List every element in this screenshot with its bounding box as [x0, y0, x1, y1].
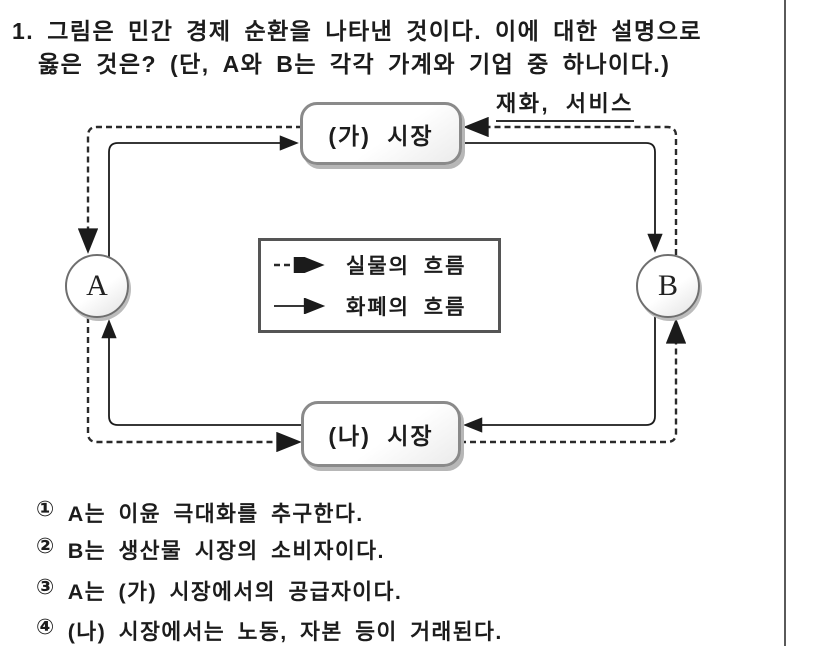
- money-arrow-a-to-top-market: [108, 135, 299, 313]
- choice-2-text: B는 생산물 시장의 소비자이다.: [67, 539, 386, 563]
- real-arrow-bottom-market-to-b: [460, 318, 687, 444]
- market-box-top: (가) 시장: [300, 102, 462, 165]
- market-box-top-label: (가) 시장: [328, 122, 434, 149]
- node-b-label: B: [657, 269, 678, 302]
- market-box-bottom: (나) 시장: [301, 401, 461, 467]
- column-divider: [784, 0, 786, 646]
- legend-real-flow-label: 실물의 흐름: [346, 255, 467, 278]
- real-arrow-top-market-to-a: [77, 125, 302, 254]
- choice-1: ① A는 이윤 극대화를 추구한다.: [36, 497, 364, 528]
- question-line-1: 1. 그림은 민간 경제 순환을 나타낸 것이다. 이에 대한 설명으로: [12, 12, 702, 46]
- legend-box: 실물의 흐름 화폐의 흐름: [258, 238, 501, 333]
- choice-4-text: (나) 시장에서는 노동, 자본 등이 거래된다.: [67, 620, 503, 644]
- choice-4-marker: ④: [36, 615, 56, 639]
- node-b-circle: B: [636, 254, 700, 318]
- choices-list: ① A는 이윤 극대화를 추구한다. ② B는 생산물 시장의 소비자이다. ③…: [36, 497, 784, 644]
- choice-2: ② B는 생산물 시장의 소비자이다.: [36, 534, 385, 565]
- circular-flow-diagram: 재화, 서비스 (가) 시장 A B 실물의 흐름: [0, 85, 786, 497]
- question-text-1: 그림은 민간 경제 순환을 나타낸 것이다. 이에 대한 설명으로: [47, 18, 703, 44]
- legend-money-flow-label: 화폐의 흐름: [346, 296, 467, 319]
- choice-3-marker: ③: [36, 575, 56, 599]
- node-a-circle: A: [65, 254, 129, 318]
- choice-1-marker: ①: [36, 497, 56, 521]
- market-box-bottom-label: (나) 시장: [328, 423, 434, 449]
- legend-row-real-flow: 실물의 흐름: [272, 250, 498, 280]
- flow-arrows: [77, 116, 687, 453]
- choice-3: ③ A는 (가) 시장에서의 공급자이다.: [36, 575, 402, 606]
- node-a-label: A: [86, 269, 108, 302]
- real-arrow-a-to-bottom-market: [86, 317, 302, 453]
- choice-2-marker: ②: [36, 534, 56, 558]
- question-text-2: 옳은 것은? (단, A와 B는 각각 가계와 기업 중 하나이다.): [38, 51, 671, 77]
- choice-1-text: A는 이윤 극대화를 추구한다.: [67, 502, 364, 526]
- money-arrow-top-market-to-b: [462, 142, 663, 253]
- real-arrow-b-to-top-market: [463, 116, 678, 255]
- solid-arrow-icon: [274, 298, 326, 314]
- dashed-arrow-icon: [274, 257, 325, 273]
- goods-services-label: 재화, 서비스: [496, 86, 634, 122]
- question-line-2: 옳은 것은? (단, A와 B는 각각 가계와 기업 중 하나이다.): [38, 45, 670, 79]
- question-number: 1.: [12, 18, 35, 44]
- choice-3-text: A는 (가) 시장에서의 공급자이다.: [67, 580, 403, 604]
- choice-4: ④ (나) 시장에서는 노동, 자본 등이 거래된다.: [36, 615, 503, 646]
- legend-row-money-flow: 화폐의 흐름: [272, 291, 498, 321]
- money-arrow-bottom-market-to-a: [101, 319, 303, 426]
- money-arrow-b-to-bottom-market: [463, 317, 656, 433]
